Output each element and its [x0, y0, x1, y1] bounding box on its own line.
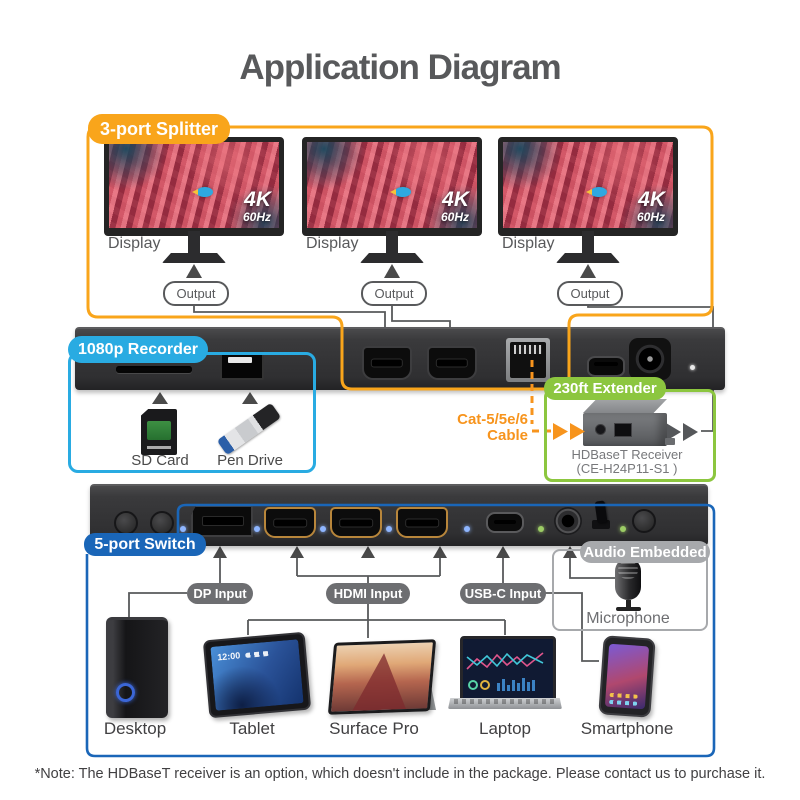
dp-input-tag: DP Input [187, 583, 253, 604]
hdmi1-led [254, 526, 260, 532]
hdmi-input-lines [296, 558, 441, 583]
hdmi-input-port-3 [396, 507, 448, 538]
arrow-up-dp [213, 546, 227, 558]
resolution-badge: 4K 60Hz [637, 189, 665, 223]
receiver-model: (CE-H24P11-S1 ) [576, 461, 678, 476]
dp-input-port [191, 505, 253, 537]
recorder-section-label: 1080p Recorder [68, 336, 208, 363]
refresh-rate-text: 60Hz [636, 210, 665, 224]
tablet-clock: 12:00 [216, 650, 241, 663]
desktop-label: Desktop [103, 719, 167, 738]
audio-led-2 [620, 526, 626, 532]
micro-usb-port [587, 356, 625, 377]
footnote: *Note: The HDBaseT receiver is an option… [34, 766, 766, 782]
switch-button-3 [632, 509, 656, 533]
resolution-badge: 4K 60Hz [243, 189, 271, 223]
resolution-text: 4K [442, 188, 469, 211]
monitor-stand-neck [188, 231, 200, 253]
output1-line [193, 302, 386, 327]
arrow-up-hdmi2 [361, 546, 375, 558]
power-led [690, 365, 695, 370]
audio-jack-port [554, 507, 582, 535]
dp-desktop-line [128, 592, 187, 617]
tablet-widgets [245, 650, 270, 658]
surface-pro-icon [327, 639, 437, 715]
receiver-mount-flange [665, 438, 675, 445]
usb-c-port [486, 512, 524, 533]
display-2: 4K 60Hz Display Output [302, 137, 482, 306]
splitter-section-label: 3-port Splitter [88, 114, 230, 144]
display-label: Display [306, 235, 359, 252]
monitor-stand-base [360, 253, 424, 263]
display-2-screen: 4K 60Hz [302, 137, 482, 236]
display-1: 4K 60Hz Display Output [104, 137, 284, 306]
pen-drive-label: Pen Drive [217, 452, 283, 469]
hdmi-output-port-1 [362, 346, 412, 380]
display-label: Display [108, 235, 161, 252]
sd-card-label: SD Card [131, 452, 189, 469]
hdmi-input-port-2 [330, 507, 382, 538]
refresh-rate-text: 60Hz [440, 210, 469, 224]
smartphone-label: Smartphone [580, 719, 674, 738]
hdmi3-led [386, 526, 392, 532]
display-3: 4K 60Hz Display Output [498, 137, 678, 306]
arrow-up-usbc [496, 546, 510, 558]
monitor-stand-base [162, 253, 226, 263]
display-3-screen: 4K 60Hz [498, 137, 678, 236]
cable-caption: Cat-5/5e/6 Cable [408, 412, 528, 444]
arrow-up-hdmi1 [290, 546, 304, 558]
smartphone-screen [604, 643, 650, 710]
cable-line1: Cat-5/5e/6 [457, 411, 528, 428]
laptop-base [448, 698, 562, 709]
usbc-input-tag: USB-C Input [460, 583, 546, 604]
cable-line2: Cable [487, 427, 528, 444]
output-tag-3: Output [557, 281, 623, 306]
receiver-name: HDBaseT Receiver [571, 447, 683, 462]
refresh-rate-text: 60Hz [242, 210, 271, 224]
audio-embedded-label: Audio Embedded [580, 541, 710, 563]
arrow-up-hdmi3 [433, 546, 447, 558]
output-tag-2: Output [361, 281, 427, 306]
resolution-text: 4K [638, 188, 665, 211]
recorder-outline-box [68, 352, 316, 473]
laptop-chart [466, 652, 544, 691]
extender-section-label: 230ft Extender [544, 377, 666, 400]
fish-icon [586, 186, 608, 197]
receiver-caption: HDBaseT Receiver (CE-H24P11-S1 ) [545, 448, 709, 476]
display-label: Display [502, 235, 555, 252]
rj45-port [506, 338, 550, 382]
hdmi2-led [320, 526, 326, 532]
fish-icon [192, 186, 214, 197]
output-tag-1: Output [163, 281, 229, 306]
monitor-stand-base [556, 253, 620, 263]
usbc-led [464, 526, 470, 532]
page-title: Application Diagram [239, 48, 561, 87]
audio-led-1 [538, 526, 544, 532]
resolution-badge: 4K 60Hz [441, 189, 469, 223]
fish-icon [390, 186, 412, 197]
hdmi-output-port-2 [427, 346, 477, 380]
laptop-label: Laptop [479, 719, 531, 738]
switch-button-2 [150, 511, 174, 535]
resolution-text: 4K [244, 188, 271, 211]
monitor-stand-neck [582, 231, 594, 253]
dc-power-jack [629, 338, 671, 380]
desktop-icon [106, 617, 168, 718]
extender-outline-box [544, 389, 716, 482]
dp-led [180, 526, 186, 532]
smartphone-icon [598, 635, 656, 718]
hdmi-input-port-1 [264, 507, 316, 538]
tablet-screen: 12:00 [210, 639, 304, 711]
sd-card-icon [141, 409, 177, 455]
switch-button-1 [114, 511, 138, 535]
tablet-icon: 12:00 [202, 631, 312, 719]
switch-section-label: 5-port Switch [84, 533, 206, 556]
monitor-stand-neck [386, 231, 398, 253]
surface-pro-label: Surface Pro [329, 719, 419, 738]
display-1-screen: 4K 60Hz [104, 137, 284, 236]
laptop-icon [460, 636, 556, 704]
tablet-label: Tablet [229, 719, 275, 738]
hdmi-input-tag: HDMI Input [326, 583, 410, 604]
